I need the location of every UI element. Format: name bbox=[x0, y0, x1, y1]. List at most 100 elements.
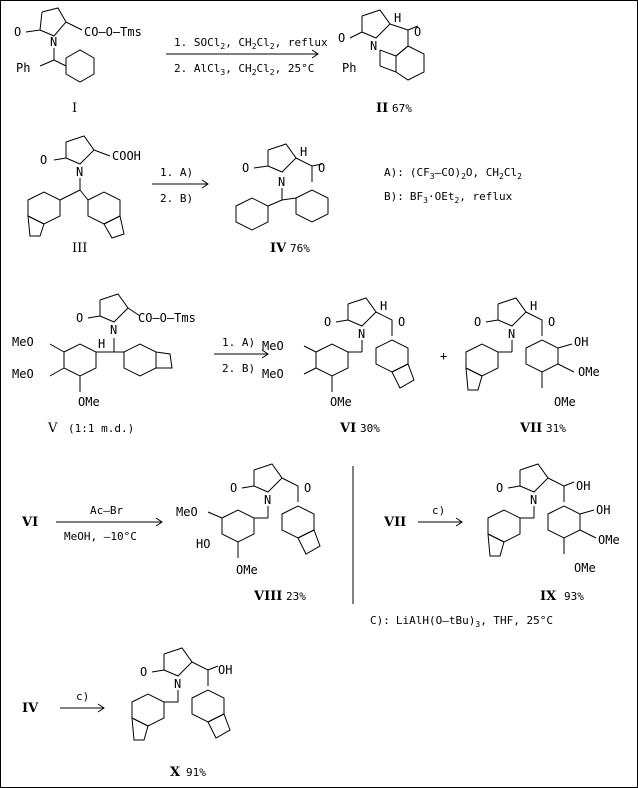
label-VII: VII bbox=[519, 421, 542, 436]
group-cooh: COOH bbox=[112, 149, 141, 163]
atom-o: O bbox=[548, 315, 555, 329]
label-X: X bbox=[170, 765, 181, 780]
atom-o: O bbox=[318, 161, 325, 175]
atom-o: O bbox=[496, 481, 503, 495]
yield-IX: 93% bbox=[564, 590, 584, 603]
atom-n: N bbox=[278, 175, 285, 189]
atom-n: N bbox=[174, 677, 181, 691]
label-VI-reactant: VI bbox=[21, 515, 38, 530]
cond-acbr: Ac–Br bbox=[90, 504, 123, 517]
yield-X: 91% bbox=[186, 766, 206, 779]
cond-step2: 2. B) bbox=[160, 192, 193, 205]
yield-IV: 76% bbox=[290, 242, 310, 255]
atom-n: N bbox=[358, 327, 365, 341]
compound-IX-structure: O N bbox=[487, 463, 597, 557]
atom-o: O bbox=[414, 25, 421, 39]
atom-n: N bbox=[264, 493, 271, 507]
atom-n: N bbox=[530, 493, 537, 507]
compound-VIII-structure: O N O bbox=[207, 463, 321, 558]
ome-label: OMe bbox=[578, 365, 600, 379]
plus-sign: + bbox=[440, 349, 447, 363]
atom-h: H bbox=[394, 11, 401, 25]
compound-VI-structure: O N H O bbox=[303, 297, 415, 392]
meo-1: MeO bbox=[262, 339, 284, 353]
atom-o: O bbox=[304, 481, 311, 495]
atom-o: O bbox=[398, 315, 405, 329]
atom-o: O bbox=[76, 311, 83, 325]
compound-VII-structure: O N H O bbox=[465, 297, 575, 391]
cond-step1: 1. A) bbox=[160, 166, 193, 179]
cond-c: c) bbox=[76, 690, 89, 703]
arrow-1 bbox=[166, 49, 319, 59]
atom-o: O bbox=[230, 481, 237, 495]
label-VII-reactant: VII bbox=[383, 515, 406, 530]
cond-step1: 1. A) bbox=[222, 336, 255, 349]
compound-I-structure: O N CO–O–Tms Ph bbox=[14, 7, 142, 83]
atom-o: O bbox=[14, 25, 21, 39]
arrow-3 bbox=[214, 349, 269, 359]
label-IV-reactant: IV bbox=[22, 701, 39, 716]
atom-n: N bbox=[76, 165, 83, 179]
atom-h: H bbox=[300, 145, 307, 159]
yield-VIII: 23% bbox=[286, 590, 306, 603]
group-co-o-tms: CO–O–Tms bbox=[138, 311, 196, 325]
compound-IV-structure: O N H O bbox=[235, 143, 329, 231]
atom-o: O bbox=[474, 315, 481, 329]
label-IX: IX bbox=[540, 589, 557, 604]
atom-n: N bbox=[50, 35, 57, 49]
yield-II: 67% bbox=[392, 102, 412, 115]
ome-1: OMe bbox=[78, 395, 100, 409]
reagent-a: A):(CF3–CO)2O, CH2Cl2 bbox=[384, 166, 522, 181]
compound-V-structure: O N CO–O–Tms H bbox=[49, 293, 196, 392]
atom-n: N bbox=[370, 39, 377, 53]
arrow-6 bbox=[60, 703, 105, 713]
atom-o: O bbox=[338, 31, 345, 45]
label-V: V bbox=[47, 421, 58, 436]
yield-VII: 31% bbox=[546, 422, 566, 435]
cond-1: 1. SOCl2, CH2Cl2, reflux bbox=[174, 36, 328, 51]
atom-h: H bbox=[98, 337, 105, 351]
arrow-4 bbox=[56, 517, 163, 527]
ome-label: OMe bbox=[598, 533, 620, 547]
reagent-b: B):BF3·OEt2, reflux bbox=[384, 190, 513, 205]
oh-label: OH bbox=[596, 503, 610, 517]
cond-2: 2. AlCl3, CH2Cl2, 25°C bbox=[174, 62, 314, 77]
cond-meoh: MeOH, –10°C bbox=[64, 530, 137, 543]
meo-2: MeO bbox=[12, 367, 34, 381]
meo-1: MeO bbox=[12, 335, 34, 349]
ome-1: OMe bbox=[330, 395, 352, 409]
reagent-c: C):LiAlH(O–tBu)3, THF, 25°C bbox=[370, 614, 553, 629]
oh-label: OH bbox=[218, 663, 232, 677]
label-III: III bbox=[72, 241, 87, 256]
label-IV: IV bbox=[270, 241, 287, 256]
cond-c: c) bbox=[432, 504, 445, 517]
compound-X-structure: O N bbox=[131, 647, 231, 741]
label-I: I bbox=[72, 101, 77, 116]
oh-label: OH bbox=[574, 335, 588, 349]
arrow-2 bbox=[152, 179, 209, 189]
ome-label: OMe bbox=[236, 563, 258, 577]
label-II: II bbox=[376, 101, 388, 116]
meo-2: MeO bbox=[262, 367, 284, 381]
label-VI: VI bbox=[339, 421, 356, 436]
compound-II-structure: O N H O Ph bbox=[338, 9, 425, 81]
atom-n: N bbox=[508, 327, 515, 341]
ph-label: Ph bbox=[16, 61, 30, 75]
ph-label: Ph bbox=[342, 61, 356, 75]
arrow-5 bbox=[418, 517, 463, 527]
atom-h: H bbox=[380, 299, 387, 313]
atom-o: O bbox=[40, 153, 47, 167]
yield-VI: 30% bbox=[360, 422, 380, 435]
atom-o: O bbox=[324, 315, 331, 329]
compound-III-structure: O N COOH bbox=[27, 135, 141, 239]
ho-label: HO bbox=[196, 537, 210, 551]
ome-label: OMe bbox=[554, 395, 576, 409]
atom-n: N bbox=[110, 323, 117, 337]
oh-label: OH bbox=[576, 479, 590, 493]
atom-o: O bbox=[242, 161, 249, 175]
note-V: (1:1 m.d.) bbox=[68, 422, 134, 435]
group-co-o-tms: CO–O–Tms bbox=[84, 25, 142, 39]
atom-o: O bbox=[140, 665, 147, 679]
